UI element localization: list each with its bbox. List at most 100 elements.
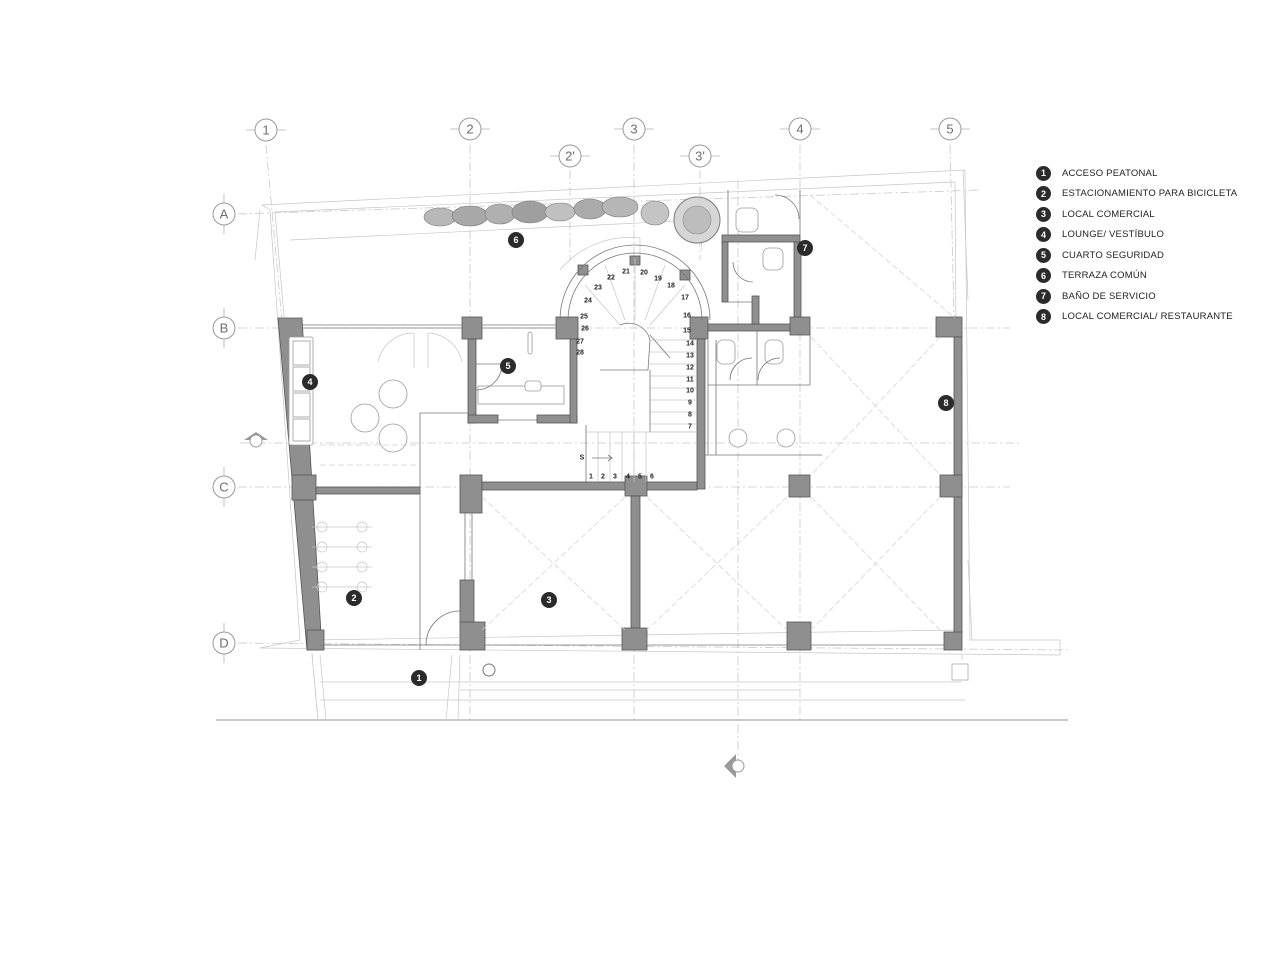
stair-step-number: 7 bbox=[688, 424, 692, 431]
stair-step-number: 20 bbox=[640, 270, 648, 277]
legend: 1 ACCESO PEATONAL 2 ESTACIONAMIENTO PARA… bbox=[1034, 163, 1274, 327]
legend-item: 4 LOUNGE/ VESTÍBULO bbox=[1034, 225, 1274, 246]
grid-column-bubble: 5 bbox=[930, 117, 970, 141]
stair-step-number: 28 bbox=[576, 350, 584, 357]
legend-number: 8 bbox=[1036, 309, 1051, 325]
grid-row-bubble: D bbox=[212, 623, 236, 663]
stair-step-number: 26 bbox=[581, 326, 589, 333]
north-arrow-symbols bbox=[244, 432, 969, 778]
legend-label: LOUNGE/ VESTÍBULO bbox=[1062, 229, 1165, 241]
stair-step-number: 10 bbox=[686, 388, 694, 395]
stair-step-number: 17 bbox=[681, 295, 689, 302]
stair-step-number: 1 bbox=[589, 474, 593, 481]
lounge-furniture bbox=[288, 332, 463, 466]
grid-row-label: A bbox=[220, 207, 229, 222]
stair-step-number: 15 bbox=[683, 328, 691, 335]
legend-item: 3 LOCAL COMERCIAL bbox=[1034, 204, 1274, 225]
legend-number: 6 bbox=[1036, 268, 1051, 284]
terrace-area bbox=[289, 196, 721, 271]
stair-step-number: 23 bbox=[594, 285, 602, 292]
legend-label: TERRAZA COMÚN bbox=[1062, 270, 1147, 282]
room-marker: 2 bbox=[346, 590, 362, 606]
stair-step-number: 27 bbox=[576, 339, 584, 346]
legend-item: 1 ACCESO PEATONAL bbox=[1034, 163, 1274, 184]
partitions bbox=[302, 190, 944, 650]
room-marker-number: 8 bbox=[943, 398, 948, 408]
grid-row-bubble: B bbox=[212, 308, 236, 348]
stair-step-number: 9 bbox=[688, 400, 692, 407]
grid-secondary-label: 3' bbox=[695, 149, 705, 164]
room-marker: 6 bbox=[508, 232, 524, 248]
room-marker: 3 bbox=[541, 592, 557, 608]
room-marker-number: 5 bbox=[505, 361, 510, 371]
grid-column-label: 2 bbox=[466, 122, 473, 137]
grid-row-label: B bbox=[220, 321, 229, 336]
stair-step-number: 2 bbox=[601, 474, 605, 481]
legend-item: 7 BAÑO DE SERVICIO bbox=[1034, 286, 1274, 307]
grid-row-label: D bbox=[219, 636, 228, 651]
stair-step-number: 8 bbox=[688, 412, 692, 419]
legend-item: 2 ESTACIONAMIENTO PARA BICICLETA bbox=[1034, 184, 1274, 205]
legend-item: 5 CUARTO SEGURIDAD bbox=[1034, 245, 1274, 266]
bicycle-rack bbox=[312, 521, 372, 593]
legend-number: 7 bbox=[1036, 288, 1051, 304]
legend-label: LOCAL COMERCIAL bbox=[1062, 208, 1155, 220]
stair-step-number: 4 bbox=[626, 474, 630, 481]
grid-row-label: C bbox=[219, 480, 228, 495]
legend-label: BAÑO DE SERVICIO bbox=[1062, 290, 1156, 302]
stair-step-number: 12 bbox=[686, 365, 694, 372]
stair-start-label: S bbox=[580, 455, 585, 462]
legend-label: CUARTO SEGURIDAD bbox=[1062, 249, 1165, 261]
grid-column-bubble: 3 bbox=[614, 117, 654, 141]
legend-label: ACCESO PEATONAL bbox=[1062, 167, 1158, 179]
stair-step-number: 24 bbox=[584, 298, 592, 305]
stair-step-number: 22 bbox=[607, 275, 615, 282]
grid-column-bubble: 4 bbox=[780, 117, 820, 141]
planter-vegetation bbox=[423, 196, 721, 244]
stair-step-number: 18 bbox=[667, 283, 675, 290]
room-marker: 1 bbox=[411, 670, 427, 686]
stair-step-number: 3 bbox=[613, 474, 617, 481]
legend-number: 5 bbox=[1036, 247, 1051, 263]
grid-column-bubble: 1 bbox=[246, 118, 286, 142]
stair-step-number: 14 bbox=[686, 341, 694, 348]
legend-item: 6 TERRAZA COMÚN bbox=[1034, 266, 1274, 287]
room-marker: 7 bbox=[797, 240, 813, 256]
entry-door-swing bbox=[425, 610, 461, 646]
legend-number: 1 bbox=[1036, 165, 1051, 181]
grid-secondary-bubble: 2' bbox=[550, 144, 590, 168]
stair-step-number: 13 bbox=[686, 353, 694, 360]
furniture bbox=[244, 194, 969, 778]
room-marker-number: 3 bbox=[546, 595, 551, 605]
ceiling-diagonals bbox=[481, 194, 956, 631]
room-marker: 8 bbox=[938, 395, 954, 411]
site-boundary bbox=[216, 169, 1068, 721]
grid-column-label: 3 bbox=[630, 122, 637, 137]
room-marker: 5 bbox=[500, 358, 516, 374]
grid-axes bbox=[237, 144, 1071, 770]
legend-item: 8 LOCAL COMERCIAL/ RESTAURANTE bbox=[1034, 307, 1274, 328]
stair-step-number: 16 bbox=[683, 313, 691, 320]
security-room-fixtures bbox=[475, 331, 565, 405]
stair-step-number: 19 bbox=[654, 276, 662, 283]
bathroom-fixtures bbox=[716, 194, 800, 448]
grid-row-bubble: C bbox=[212, 467, 236, 507]
grid-column-label: 1 bbox=[262, 123, 269, 138]
room-marker-number: 2 bbox=[351, 593, 356, 603]
grid-column-label: 4 bbox=[796, 122, 803, 137]
room-marker-number: 4 bbox=[307, 377, 312, 387]
legend-label: LOCAL COMERCIAL/ RESTAURANTE bbox=[1062, 311, 1233, 323]
stair-step-number: 11 bbox=[686, 377, 694, 384]
legend-number: 4 bbox=[1036, 227, 1051, 243]
room-marker-number: 1 bbox=[416, 673, 421, 683]
legend-label: ESTACIONAMIENTO PARA BICICLETA bbox=[1062, 188, 1238, 200]
legend-number: 2 bbox=[1036, 186, 1051, 202]
grid-row-bubble: A bbox=[212, 194, 236, 234]
grid-column-bubble: 2 bbox=[450, 117, 490, 141]
grid-secondary-label: 2' bbox=[565, 149, 575, 164]
room-marker-number: 7 bbox=[802, 243, 807, 253]
